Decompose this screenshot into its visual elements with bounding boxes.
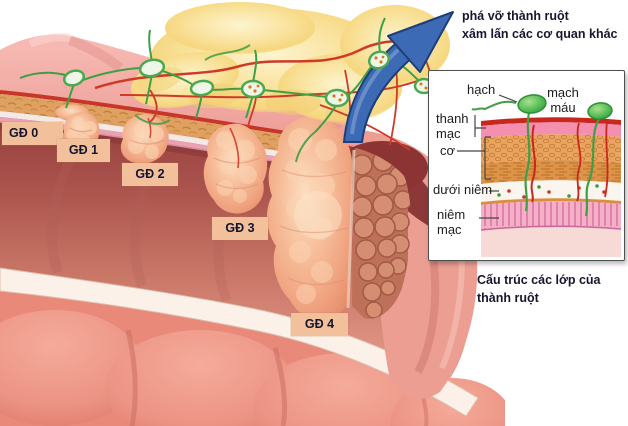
stage-label-gd0: GĐ 0 [2,122,63,145]
metastasis-annotation-line2: xâm lấn các cơ quan khác [462,27,618,42]
wall-layers-art [457,94,621,257]
tumor-cut-face [352,148,411,319]
label-mucosa-line2: mạc [437,222,462,237]
label-muscle: cơ [440,143,456,158]
stage-label-gd3: GĐ 3 [212,217,268,240]
label-blood-vessel: mạch máu [535,85,591,115]
label-lymph-node: hạch [467,82,496,97]
label-mucosa: niêm mạc [437,207,465,237]
inset-lymph-nodes [517,94,613,120]
inset-leader-lines [457,94,518,219]
label-submucosa: dưới niêm [433,182,493,197]
metastasis-annotation: phá vỡ thành ruột xâm lấn các cơ quan kh… [462,7,626,43]
stage-label-gd2: GĐ 2 [122,163,178,186]
inset-caption: Cấu trúc các lớp của thành ruột [477,273,601,305]
label-serosa-line1: thanh [436,111,469,126]
label-blood-vessel-line2: máu [550,100,576,115]
stage-label-gd4: GĐ 4 [291,313,348,336]
label-serosa: thanh mạc [436,111,469,141]
metastatic-cells [248,55,428,102]
inset-tissue-layers [480,117,621,257]
cut-edge-strip [0,267,479,417]
label-mucosa-line1: niêm [437,207,466,222]
wall-structure-inset: hạch mạch máu thanh mạc cơ dưới niêm niê… [428,70,625,261]
stage-label-gd1: GĐ 1 [57,139,110,162]
metastasis-arrow [342,11,454,143]
lymph-vessel-up [378,17,386,53]
inset-vessels [471,100,609,217]
tumor-stage-2 [120,114,169,164]
label-serosa-line2: mạc [436,126,461,141]
muscle-band [0,94,362,171]
metastasis-annotation-line1: phá vỡ thành ruột [462,9,569,23]
label-blood-vessel-line1: mạch [547,85,579,100]
tumor-stage-3 [203,123,268,214]
tumor-stage-4 [267,115,411,320]
